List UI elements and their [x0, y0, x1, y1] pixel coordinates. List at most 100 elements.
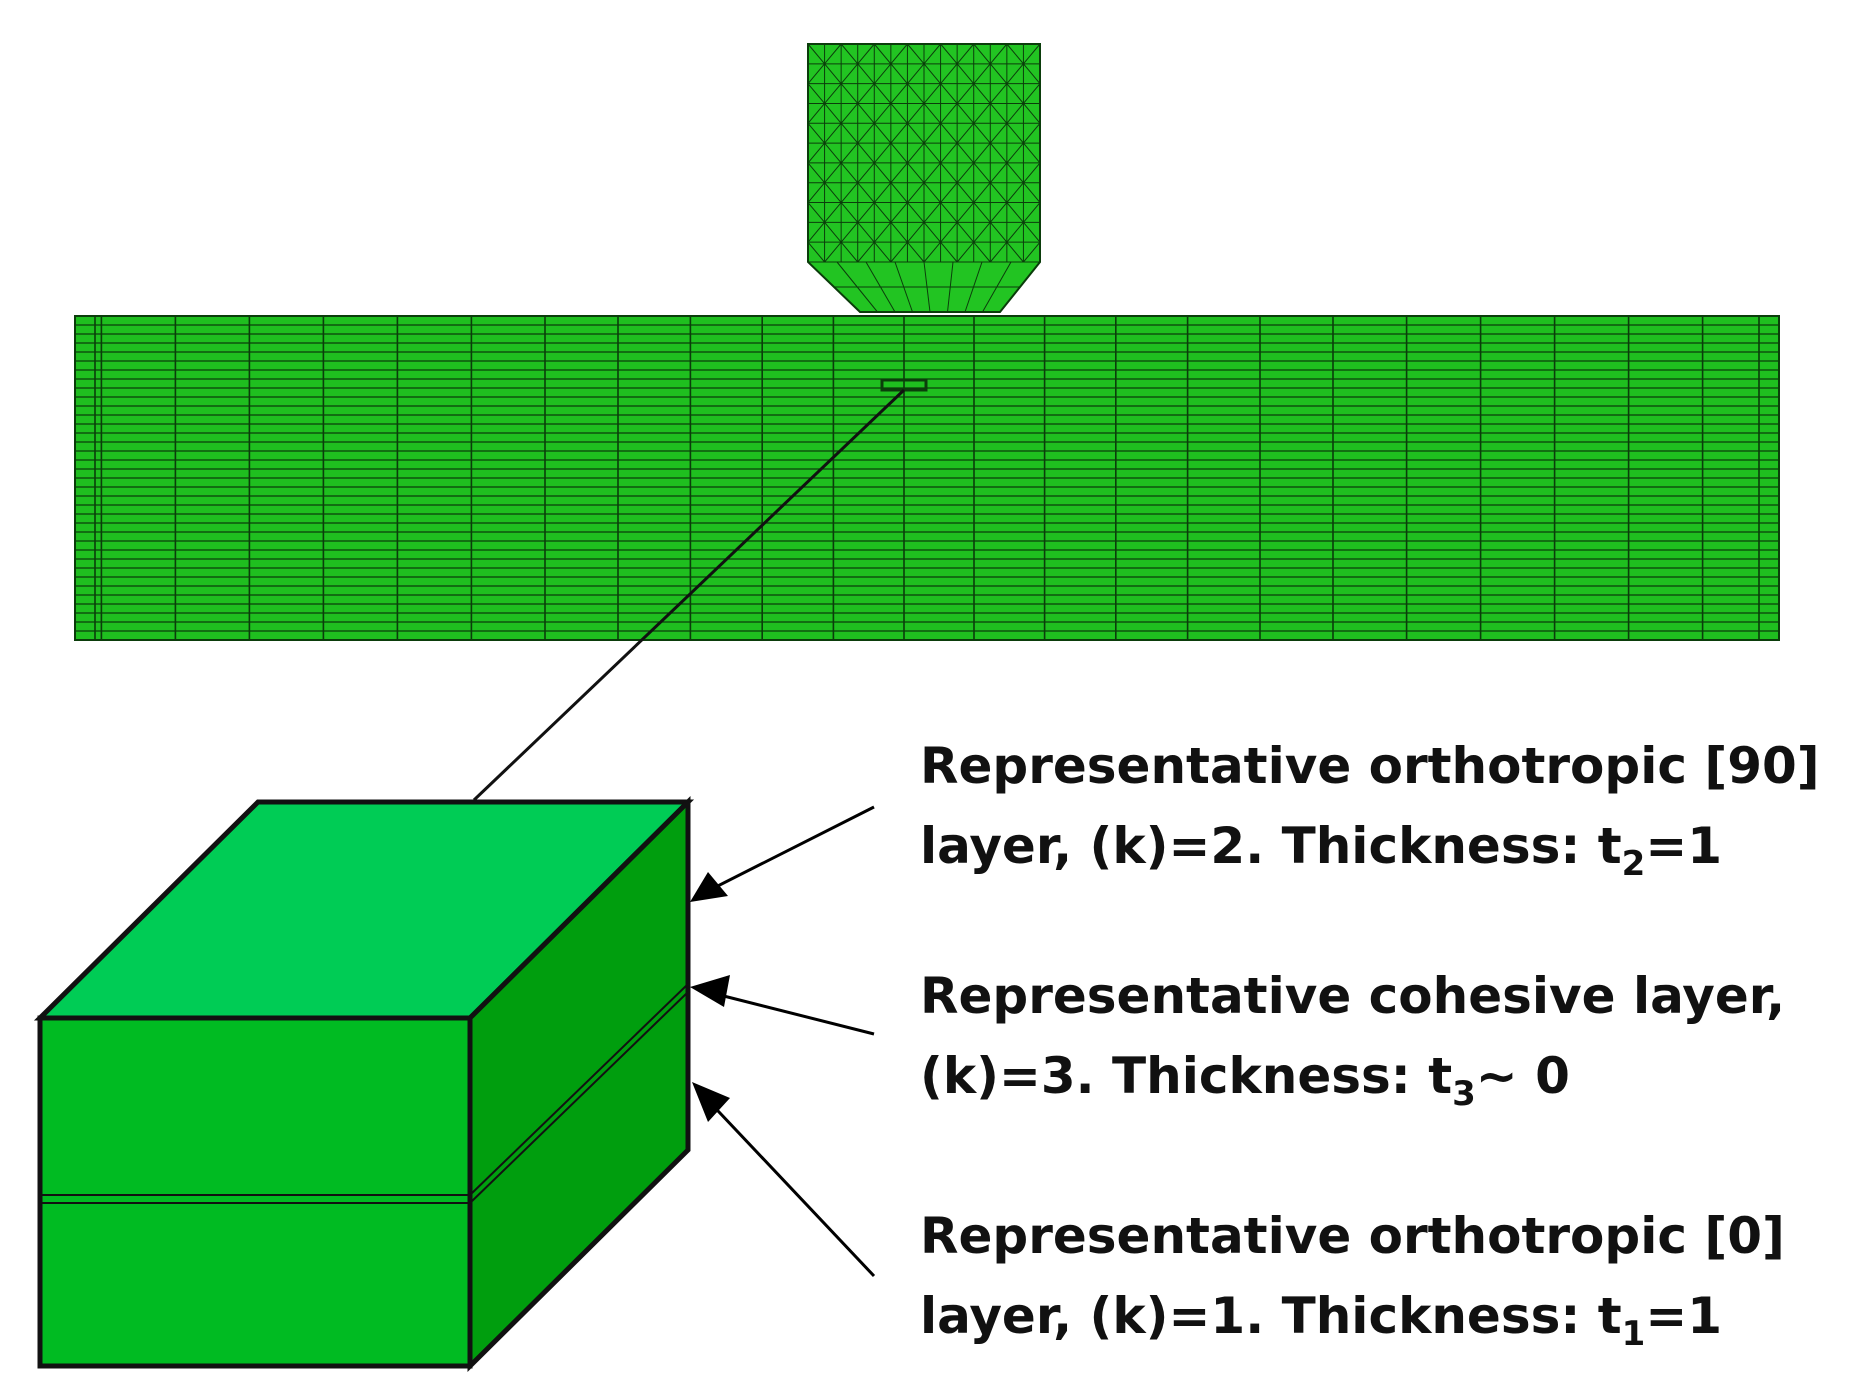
arrow-layer-0 — [700, 1092, 876, 1278]
impactor-mesh-diag — [956, 162, 975, 184]
label-layer-0-value: =1 — [1645, 1287, 1723, 1345]
impactor-mesh-diag — [890, 202, 908, 223]
impactor-mesh-diag — [973, 103, 991, 124]
impactor-mesh-diag — [890, 241, 908, 263]
impactor-mesh-diag — [890, 162, 908, 184]
impactor-mesh-diag — [907, 241, 925, 263]
impactor-mesh-diag — [1006, 43, 1024, 65]
impactor-mesh-diag — [873, 182, 892, 203]
impactor-mesh-diag — [857, 122, 875, 144]
impactor-mesh-diag — [989, 202, 1008, 223]
impactor-mesh-diag — [873, 83, 892, 104]
label-cohesive-line1: Representative cohesive layer, — [920, 967, 1786, 1025]
impactor-mesh-diag — [907, 63, 925, 84]
impactor-mesh-diag — [890, 63, 908, 84]
impactor-mesh-diag — [940, 241, 958, 263]
impactor-mesh-diag — [1006, 222, 1024, 243]
impactor-mesh-diag — [824, 202, 842, 223]
impactor-mesh-diag — [824, 241, 842, 263]
impactor-mesh-diag — [873, 63, 892, 84]
impactor-mesh-diag — [923, 241, 941, 263]
impactor-mesh-diag — [1006, 162, 1024, 184]
impactor-mesh-diag — [973, 202, 991, 223]
impactor-mesh-diag — [1023, 222, 1041, 243]
impactor-mesh-diag — [956, 182, 975, 203]
impactor-mesh-diag — [940, 63, 958, 84]
impactor-mesh-diag — [807, 182, 825, 203]
label-layer-0-subscript: 1 — [1621, 1314, 1646, 1354]
label-cohesive-value: ~ 0 — [1475, 1047, 1570, 1105]
impactor-mesh-diag — [824, 162, 842, 184]
impactor-mesh-diag — [857, 103, 875, 124]
impactor-mesh-diag — [923, 142, 941, 164]
impactor-mesh-diag — [923, 202, 941, 223]
impactor-mesh-diag — [857, 83, 875, 104]
impactor-mesh-diag — [873, 222, 892, 243]
impactor-mesh-diag — [890, 83, 908, 104]
impactor-mesh-diag — [973, 122, 991, 144]
arrow-cohesive — [699, 988, 875, 1036]
impactor-mesh-diag — [824, 182, 842, 203]
impactor-mesh-diag — [1023, 122, 1041, 144]
impactor-mesh-diag — [940, 43, 958, 65]
impactor-mesh-diag — [940, 122, 958, 144]
impactor-mesh-diag — [1023, 142, 1041, 164]
impactor-mesh-diag — [840, 142, 859, 164]
impactor-mesh-diag — [840, 63, 859, 84]
impactor-mesh-diag — [989, 222, 1008, 243]
impactor-mesh-diag — [840, 222, 859, 243]
impactor-mesh-diag — [989, 43, 1008, 65]
label-layer-90-subscript: 2 — [1621, 844, 1646, 884]
arrowhead-layer-0 — [692, 1082, 730, 1122]
impactor-mesh-diag — [1006, 182, 1024, 203]
impactor-mesh-diag — [1023, 83, 1041, 104]
arrowhead-layer-90 — [690, 872, 728, 902]
impactor-mesh-diag — [890, 122, 908, 144]
impactor-mesh-diag — [923, 182, 941, 203]
impactor-mesh-diag — [989, 103, 1008, 124]
representative-block — [33, 796, 695, 1372]
label-layer-90-line1: Representative orthotropic [90] — [920, 737, 1820, 795]
impactor-mesh-diag — [840, 103, 859, 124]
impactor-mesh-diag — [956, 142, 975, 164]
label-cohesive-text: (k)=3. Thickness: t — [920, 1047, 1453, 1105]
impactor-mesh-diag — [1023, 63, 1041, 84]
impactor-mesh-diag — [807, 241, 825, 263]
impactor-mesh-diag — [940, 162, 958, 184]
impactor-mesh-diag — [956, 122, 975, 144]
impactor-mesh-diag — [956, 43, 975, 65]
impactor-mesh-diag — [956, 83, 975, 104]
impactor-mesh-diag — [923, 103, 941, 124]
label-layer-0: Representative orthotropic [0] layer, (k… — [920, 1196, 1785, 1356]
impactor-mesh-diag — [973, 241, 991, 263]
impactor-mesh-diag — [824, 222, 842, 243]
impactor-mesh-diag — [807, 162, 825, 184]
impactor-mesh-diag — [824, 103, 842, 124]
impactor-mesh-diag — [873, 241, 892, 263]
impactor-mesh-diag — [907, 182, 925, 203]
impactor-mesh-diag — [940, 142, 958, 164]
impactor-mesh-diag — [840, 83, 859, 104]
impactor-mesh-diag — [824, 43, 842, 65]
impactor-mesh-diag — [956, 103, 975, 124]
impactor-mesh-diag — [989, 122, 1008, 144]
label-cohesive-line2: (k)=3. Thickness: t3~ 0 — [920, 1036, 1785, 1116]
zoom-leader-line — [472, 388, 906, 802]
impactor-mesh-diag — [857, 202, 875, 223]
impactor-mesh-diag — [923, 83, 941, 104]
impactor-mesh-diag — [940, 202, 958, 223]
impactor-mesh-diag — [956, 241, 975, 263]
impactor-mesh-diag — [1006, 241, 1024, 263]
impactor-mesh-diag — [857, 162, 875, 184]
impactor-mesh-diag — [824, 83, 842, 104]
label-layer-90-value: =1 — [1645, 817, 1723, 875]
impactor-mesh-diag — [840, 162, 859, 184]
block-front-face — [37, 1015, 473, 1369]
impactor-mesh-diag — [956, 222, 975, 243]
arrow-layer-90 — [693, 805, 875, 900]
label-layer-0-text: layer, (k)=1. Thickness: t — [920, 1287, 1622, 1345]
impactor-mesh-diag — [989, 142, 1008, 164]
impactor-mesh-diag — [940, 83, 958, 104]
impactor-mesh-diag — [1023, 43, 1041, 65]
impactor-mesh-diag — [907, 43, 925, 65]
